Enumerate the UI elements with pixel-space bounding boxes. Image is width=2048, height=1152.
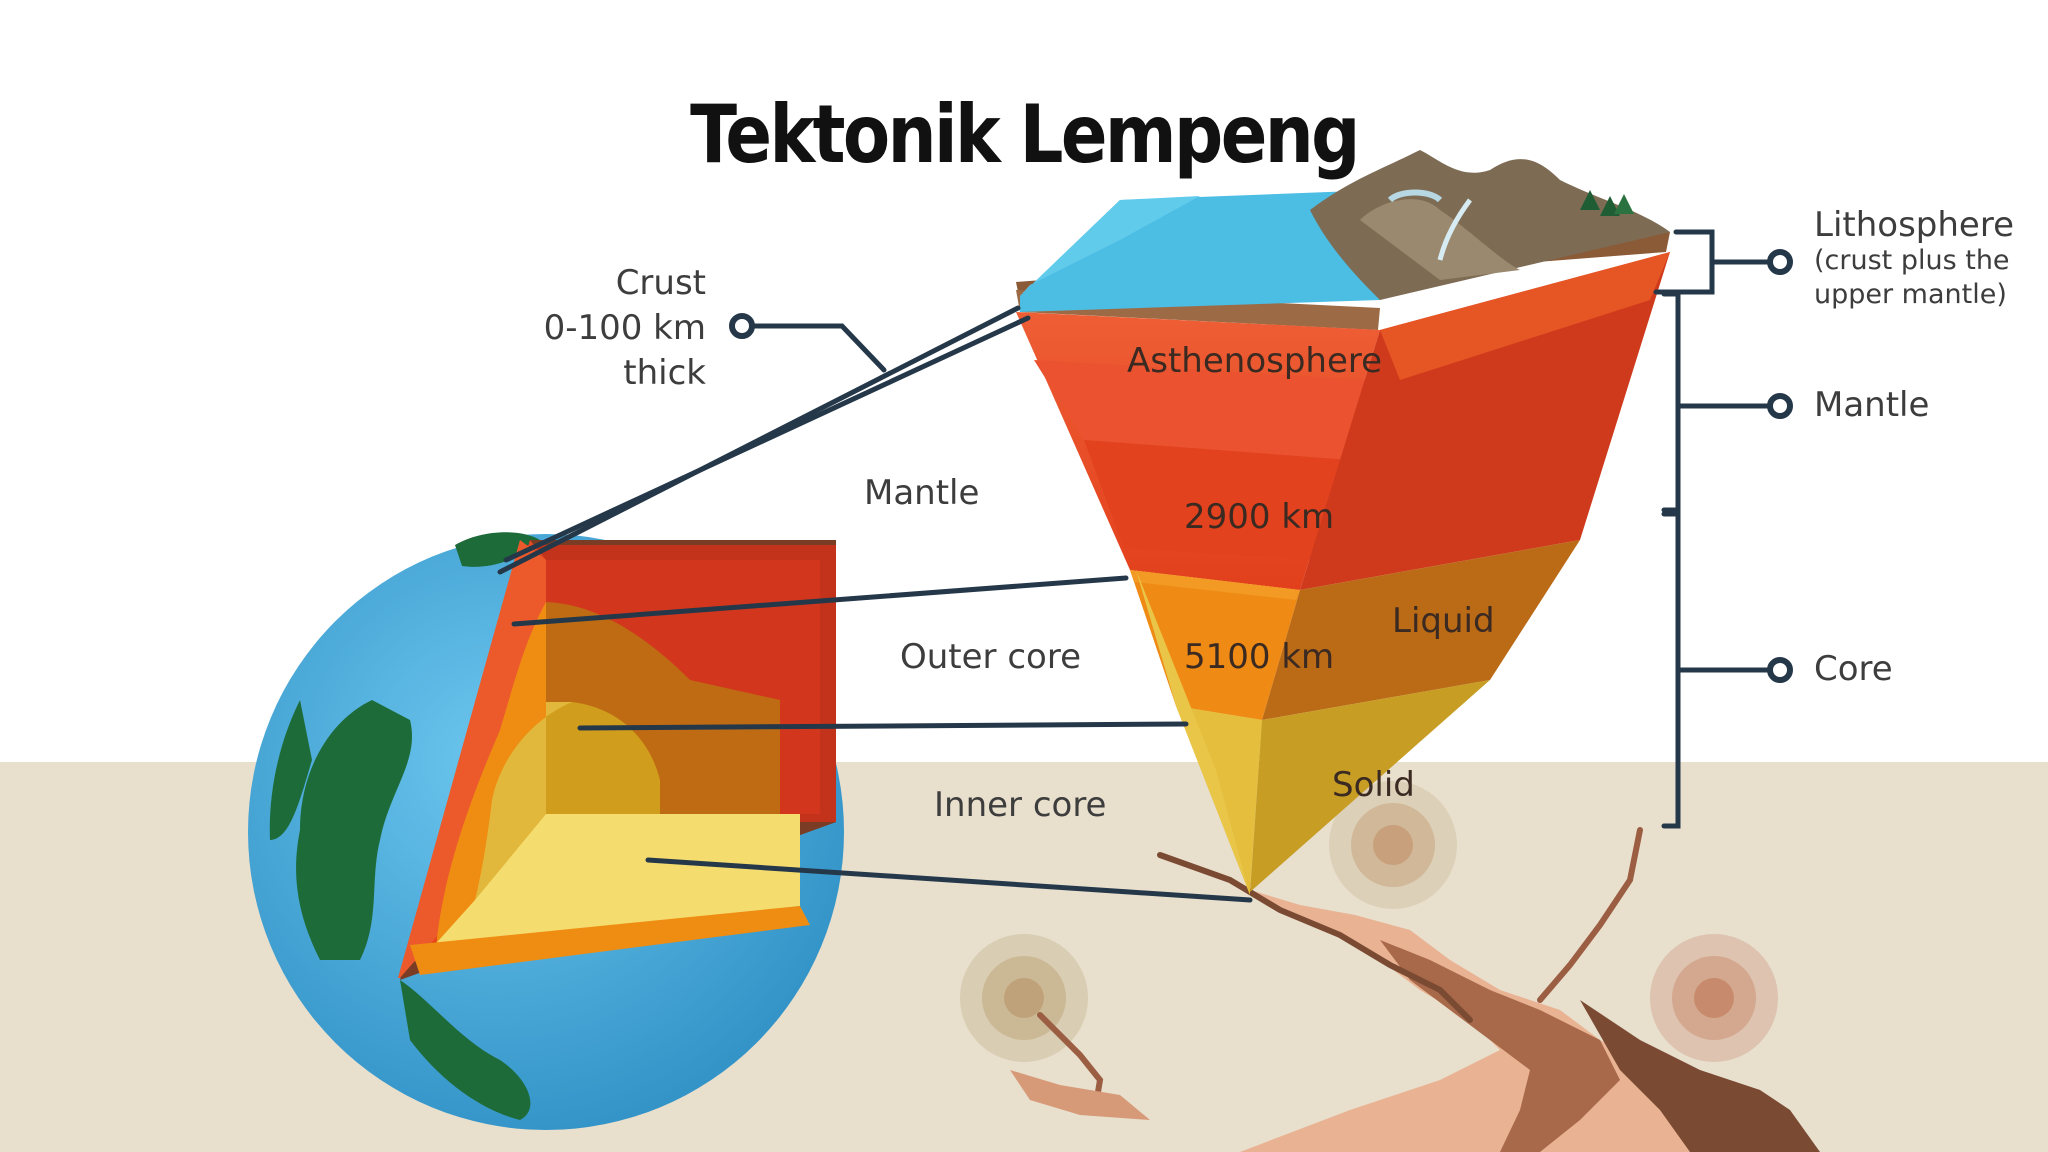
leader-dots — [729, 249, 1793, 683]
depth-core-label: 5100 km — [1184, 637, 1335, 677]
depth-mantle-label: 2900 km — [1184, 497, 1335, 537]
crust-block — [1016, 150, 1670, 330]
page-title: Tektonik Lempeng — [690, 88, 1360, 181]
leader-lines — [497, 229, 1775, 903]
crust-thickness-label: 0-100 km — [543, 308, 706, 348]
lithosphere-note-2: upper mantle) — [1814, 279, 2007, 310]
lithosphere-label: Lithosphere — [1814, 205, 2014, 245]
inner-core-label: Inner core — [934, 785, 1107, 825]
quake-circle-right — [1650, 934, 1778, 1062]
asthenosphere-label: Asthenosphere — [1127, 341, 1383, 381]
crust-title-label: Crust — [615, 263, 706, 303]
mantle-layer-label: Mantle — [1814, 385, 1930, 425]
ground-crack — [1010, 827, 1820, 1152]
cone-cutaway — [1016, 252, 1670, 895]
core-layer-label: Core — [1814, 649, 1893, 689]
lithosphere-note-1: (crust plus the — [1814, 245, 2010, 276]
liquid-label: Liquid — [1392, 601, 1495, 641]
mantle-label: Mantle — [864, 473, 980, 513]
crust-thick-label: thick — [623, 353, 706, 393]
solid-label: Solid — [1332, 765, 1415, 805]
quake-circle-center — [1329, 781, 1457, 909]
earth-globe — [248, 532, 844, 1130]
outer-core-label: Outer core — [900, 637, 1081, 677]
